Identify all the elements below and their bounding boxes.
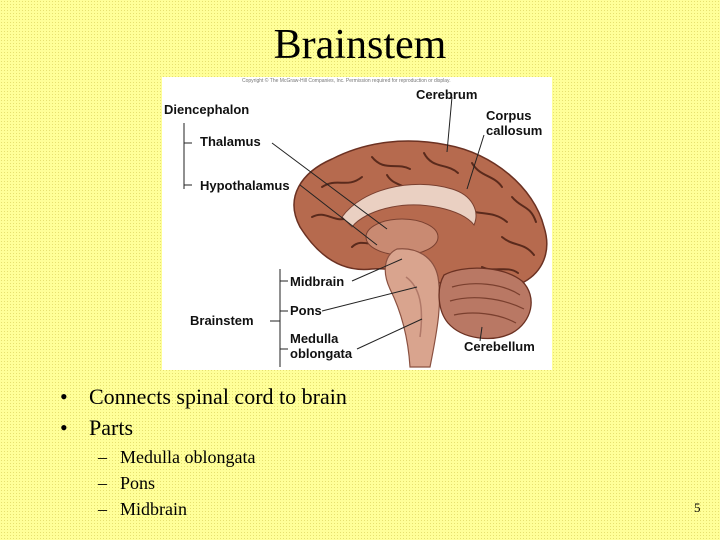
bullet-item: • Parts [60,412,347,443]
sub-bullet-text: Medulla oblongata [120,447,256,467]
label-pons: Pons [290,303,322,318]
bullet-item: • Connects spinal cord to brain [60,381,347,412]
bullet-text: Parts [89,415,133,440]
label-diencephalon: Diencephalon [164,102,250,117]
brain-illustration [183,96,548,368]
leader-lines [183,96,485,367]
sub-bullet-text: Midbrain [120,499,187,519]
label-cerebrum: Cerebrum [416,87,478,102]
label-medulla-line1: Medulla [290,331,339,346]
copyright-notice: Copyright © The McGraw-Hill Companies, I… [242,78,451,84]
label-medulla-line2: oblongata [290,346,353,361]
dash-marker: – [98,499,107,519]
label-corpus-callosum-line1: Corpus [486,108,532,123]
cerebellum-shape [438,267,532,340]
dash-marker: – [98,473,107,493]
sub-bullet-list: –Medulla oblongata –Pons –Midbrain [98,444,255,522]
label-hypothalamus: Hypothalamus [200,178,290,193]
slide-title: Brainstem [273,22,447,68]
brainstem-shape [384,248,441,368]
sub-bullet-item: –Pons [98,470,255,496]
cerebellum-folia [449,283,525,324]
bullet-marker: • [60,415,68,440]
label-corpus-callosum-line2: callosum [486,123,543,138]
bullet-text: Connects spinal cord to brain [89,384,347,409]
sub-bullet-text: Pons [120,473,156,493]
label-cerebellum: Cerebellum [464,339,535,354]
label-brainstem: Brainstem [190,313,254,328]
page-number: 5 [694,500,701,515]
bullet-marker: • [60,384,68,409]
label-thalamus: Thalamus [200,134,261,149]
bullet-list: • Connects spinal cord to brain • Parts [60,381,347,443]
dash-marker: – [98,447,107,467]
corpus-callosum-shape [341,183,477,228]
brain-figure: Copyright © The McGraw-Hill Companies, I… [162,77,552,370]
sub-bullet-item: –Medulla oblongata [98,444,255,470]
sub-bullet-item: –Midbrain [98,496,255,522]
label-midbrain: Midbrain [290,274,345,289]
